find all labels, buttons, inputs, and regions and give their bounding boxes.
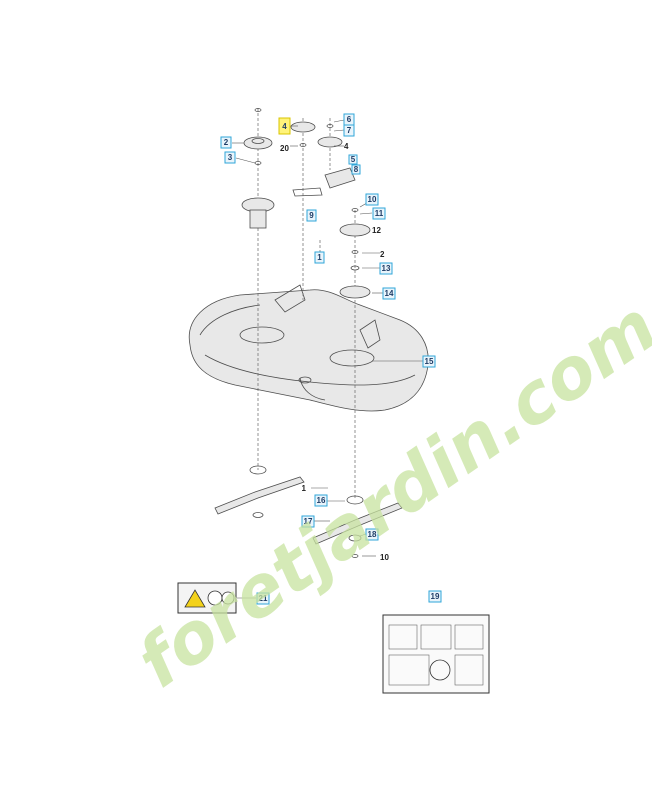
callout-17-boxed[interactable]: 17 <box>301 515 315 528</box>
callouts: 1 1 2 2 3 4 4 5 6 <box>220 113 442 605</box>
svg-text:20: 20 <box>280 144 289 153</box>
callout-12-plain[interactable]: 12 <box>372 226 381 235</box>
right-spindle <box>339 208 371 505</box>
svg-text:15: 15 <box>425 357 434 366</box>
callout-14-boxed[interactable]: 14 <box>382 287 396 300</box>
callout-7-boxed[interactable]: 7 <box>343 124 355 137</box>
blade-left <box>214 476 305 518</box>
callout-5-boxed[interactable]: 5 <box>348 154 358 165</box>
callout-4-boxed-highlighted[interactable]: 4 <box>278 117 291 135</box>
svg-text:3: 3 <box>228 153 233 162</box>
callout-1-boxed[interactable]: 1 <box>314 251 325 264</box>
svg-text:2: 2 <box>380 250 385 259</box>
svg-text:5: 5 <box>351 155 356 164</box>
svg-text:17: 17 <box>304 517 313 526</box>
svg-text:8: 8 <box>354 165 359 174</box>
svg-text:10: 10 <box>368 195 377 204</box>
callout-9-boxed[interactable]: 9 <box>306 209 317 222</box>
callout-20-plain[interactable]: 20 <box>280 144 289 153</box>
callout-13-boxed[interactable]: 13 <box>379 262 393 275</box>
callout-19-boxed[interactable]: 19 <box>428 590 442 603</box>
svg-text:11: 11 <box>375 209 384 218</box>
callout-15-boxed[interactable]: 15 <box>422 355 436 368</box>
left-spindle <box>241 108 275 475</box>
callout-10-plain[interactable]: 10 <box>380 553 389 562</box>
svg-text:4: 4 <box>344 142 349 151</box>
callout-4-plain[interactable]: 4 <box>344 142 349 151</box>
leader-lines <box>232 119 423 599</box>
svg-text:2: 2 <box>224 138 229 147</box>
right-upper-idler <box>317 118 356 189</box>
callout-16-boxed[interactable]: 16 <box>314 494 328 507</box>
mower-deck <box>188 284 429 412</box>
svg-text:16: 16 <box>317 496 326 505</box>
callout-6-boxed[interactable]: 6 <box>343 113 355 126</box>
callout-2-boxed[interactable]: 2 <box>220 136 232 149</box>
blade-right <box>312 502 403 558</box>
callout-2-plain[interactable]: 2 <box>380 250 385 259</box>
svg-text:14: 14 <box>385 289 394 298</box>
callout-1-plain[interactable]: 1 <box>302 484 307 493</box>
svg-text:1: 1 <box>302 484 307 493</box>
svg-text:10: 10 <box>380 553 389 562</box>
svg-text:19: 19 <box>431 592 440 601</box>
callout-8-boxed[interactable]: 8 <box>351 164 361 175</box>
svg-text:6: 6 <box>347 115 352 124</box>
svg-text:18: 18 <box>368 530 377 539</box>
svg-text:1: 1 <box>317 253 322 262</box>
svg-text:21: 21 <box>259 594 268 603</box>
callout-18-boxed[interactable]: 18 <box>365 528 379 541</box>
callout-21-boxed[interactable]: 21 <box>256 592 270 605</box>
callout-10-boxed[interactable]: 10 <box>365 193 379 206</box>
instruction-decal <box>382 614 490 694</box>
svg-text:4: 4 <box>282 122 287 131</box>
callout-3-boxed[interactable]: 3 <box>224 151 236 164</box>
svg-text:9: 9 <box>309 211 314 220</box>
svg-text:13: 13 <box>382 264 391 273</box>
svg-text:7: 7 <box>347 126 352 135</box>
warning-decal <box>177 582 237 614</box>
svg-text:12: 12 <box>372 226 381 235</box>
callout-11-boxed[interactable]: 11 <box>372 207 386 220</box>
center-idler <box>290 118 323 300</box>
